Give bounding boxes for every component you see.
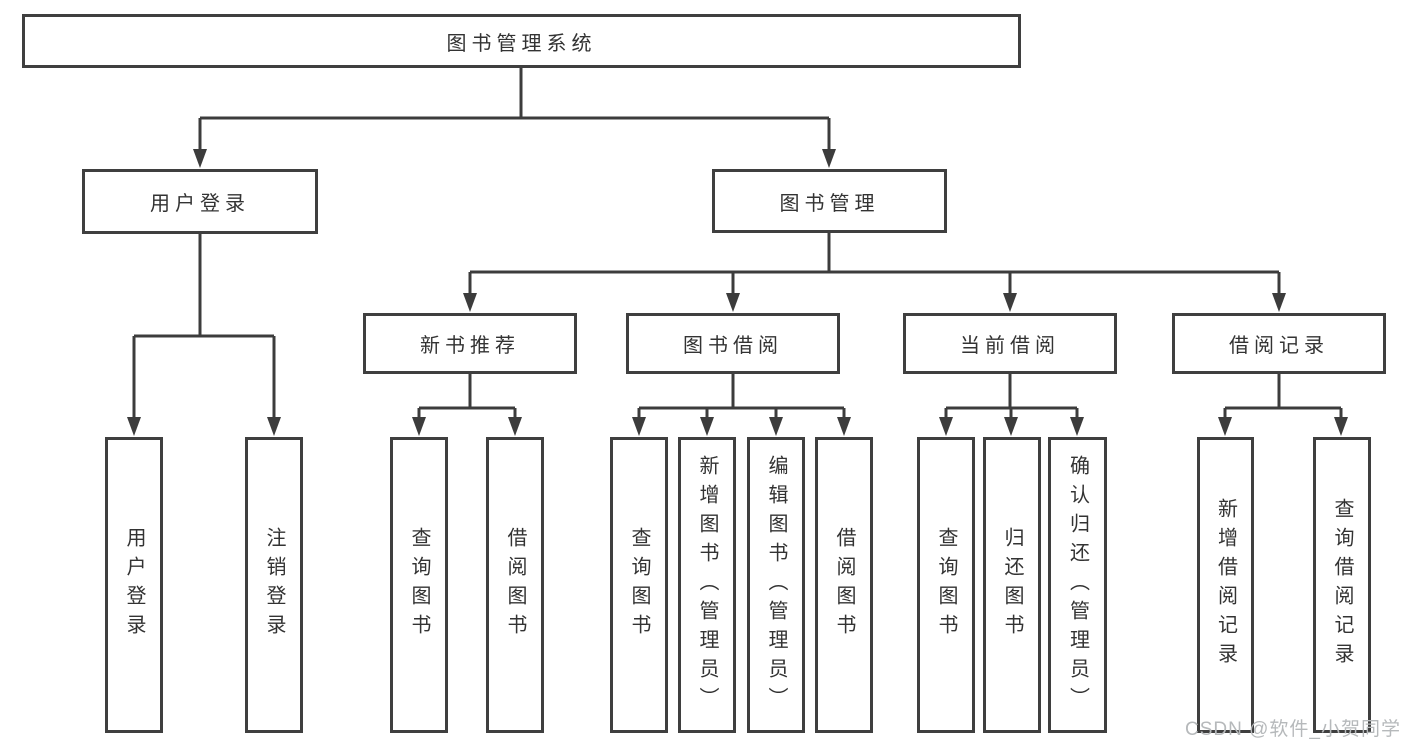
leaf-borrow-book-2: 借阅图书 <box>815 437 873 733</box>
node-book-management: 图书管理 <box>712 169 947 233</box>
leaf-edit-book-admin: 编辑图书（管理员） <box>747 437 805 733</box>
node-current-borrow: 当前借阅 <box>903 313 1117 374</box>
leaf-confirm-return-admin: 确认归还（管理员） <box>1048 437 1107 733</box>
node-library-system-label: 图书管理系统 <box>446 32 597 55</box>
leaf-add-borrow-record-label: 新增借阅记录 <box>1214 498 1237 672</box>
leaf-borrow-book-1-label: 借阅图书 <box>504 527 526 643</box>
leaf-query-book-1: 查询图书 <box>390 437 448 733</box>
node-new-book-recommend: 新书推荐 <box>363 313 577 374</box>
node-borrow-records: 借阅记录 <box>1172 313 1386 374</box>
connector-book-mgmt-to-level3 <box>463 233 1286 312</box>
node-book-management-label: 图书管理 <box>779 192 880 215</box>
leaf-return-book: 归还图书 <box>983 437 1041 733</box>
leaf-query-book-3: 查询图书 <box>917 437 975 733</box>
node-book-borrow: 图书借阅 <box>626 313 840 374</box>
leaf-confirm-return-admin-label: 确认归还（管理员） <box>1066 454 1089 716</box>
connector-new-book-group <box>412 374 522 436</box>
leaf-query-book-1-label: 查询图书 <box>408 527 430 643</box>
leaf-logout-label: 注销登录 <box>263 527 285 643</box>
leaf-query-borrow-record-label: 查询借阅记录 <box>1331 498 1353 672</box>
leaf-query-book-3-label: 查询图书 <box>935 527 957 643</box>
leaf-add-book-admin-label: 新增图书（管理员） <box>696 454 718 716</box>
leaf-query-book-2: 查询图书 <box>610 437 668 733</box>
node-book-borrow-label: 图书借阅 <box>683 335 783 357</box>
leaf-query-book-2-label: 查询图书 <box>628 527 650 643</box>
leaf-user-login: 用户登录 <box>105 437 163 733</box>
leaf-add-borrow-record: 新增借阅记录 <box>1197 437 1254 733</box>
leaf-return-book-label: 归还图书 <box>1001 527 1023 643</box>
leaf-query-borrow-record: 查询借阅记录 <box>1313 437 1371 733</box>
connector-root-to-level2 <box>193 68 836 168</box>
leaf-user-login-label: 用户登录 <box>123 527 145 643</box>
node-new-book-recommend-label: 新书推荐 <box>420 335 520 357</box>
node-current-borrow-label: 当前借阅 <box>960 335 1060 357</box>
connector-borrow-records-group <box>1218 374 1348 436</box>
connector-book-borrow-group <box>632 374 851 436</box>
node-library-system: 图书管理系统 <box>22 14 1021 68</box>
leaf-borrow-book-1: 借阅图书 <box>486 437 544 733</box>
connector-current-borrow-group <box>939 374 1084 436</box>
leaf-add-book-admin: 新增图书（管理员） <box>678 437 736 733</box>
leaf-borrow-book-2-label: 借阅图书 <box>833 527 855 643</box>
leaf-edit-book-admin-label: 编辑图书（管理员） <box>765 454 787 716</box>
node-user-login-branch-label: 用户登录 <box>150 193 250 215</box>
csdn-watermark: CSDN @软件_小贺同学 <box>1185 719 1401 740</box>
node-borrow-records-label: 借阅记录 <box>1229 335 1329 357</box>
connector-user-login-branch <box>127 234 281 436</box>
leaf-logout: 注销登录 <box>245 437 303 733</box>
node-user-login-branch: 用户登录 <box>82 169 318 234</box>
